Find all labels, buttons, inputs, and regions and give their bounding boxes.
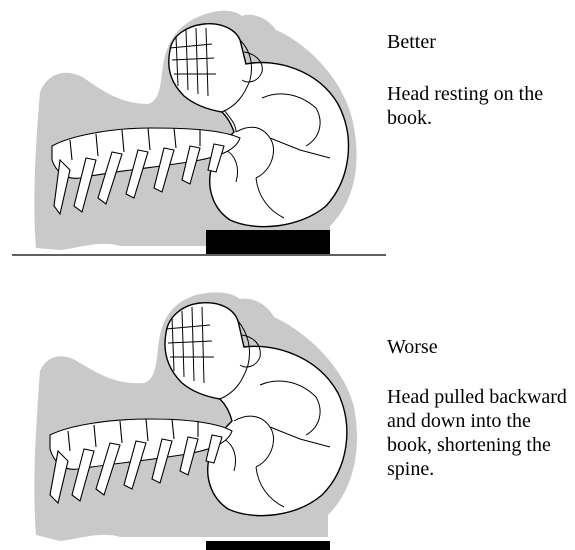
worse-skeleton-illustration [0, 285, 390, 550]
worse-panel: Worse Head pulled backward and down into… [0, 285, 575, 550]
better-skeleton-illustration [0, 0, 390, 270]
better-title: Better [387, 30, 436, 54]
worse-title: Worse [387, 335, 438, 359]
worse-book [206, 541, 330, 550]
better-description: Head resting on the book. [387, 82, 567, 130]
worse-description: Head pulled backward and down into the b… [387, 385, 572, 481]
better-panel: Better Head resting on the book. [0, 0, 575, 270]
better-book [206, 230, 330, 254]
